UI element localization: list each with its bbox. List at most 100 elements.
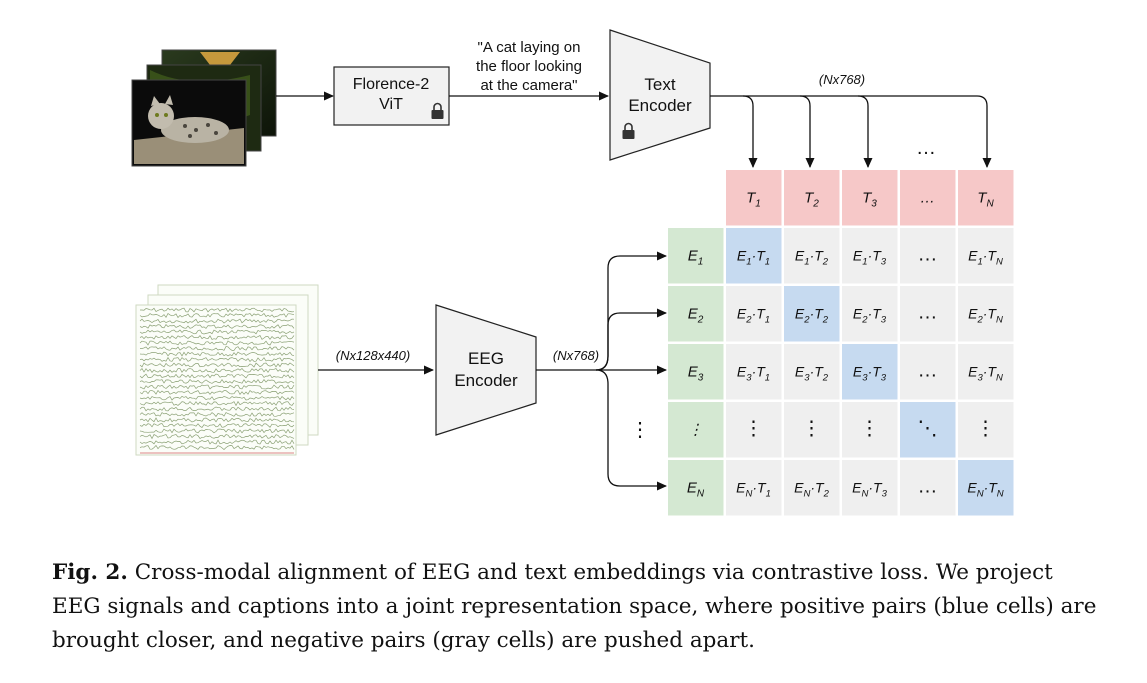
left-ellipsis: ⋮ xyxy=(630,419,650,441)
figure-caption-text: Cross-modal alignment of EEG and text em… xyxy=(52,560,1097,653)
text-embedding-header xyxy=(958,170,1014,226)
eeg-trace xyxy=(139,329,295,335)
eeg-embedding-arrows xyxy=(536,251,667,491)
negative-pair-cell xyxy=(842,402,898,458)
eeg-trace xyxy=(139,384,295,390)
text-embedding-label: T3 xyxy=(862,190,877,210)
caption-quote-line-2: the floor looking xyxy=(476,58,582,75)
similarity-cell-label: E1·T2 xyxy=(795,248,829,268)
eeg-trace xyxy=(139,395,295,401)
eeg-trace xyxy=(139,417,295,423)
eeg-trace xyxy=(139,356,295,363)
negative-pair-cell xyxy=(900,460,956,516)
figure-label: Fig. 2. xyxy=(52,560,128,585)
text-embedding-label: … xyxy=(920,190,935,207)
similarity-cell-label: E3·T3 xyxy=(853,364,887,384)
diagram: Florence-2 ViT "A cat laying on the floo… xyxy=(131,29,1014,516)
negative-pair-cell xyxy=(784,228,840,284)
text-embedding-arrows xyxy=(710,95,992,168)
eeg-embedding-label: E2 xyxy=(688,306,704,326)
negative-pair-cell xyxy=(784,402,840,458)
eeg-signal-image xyxy=(135,284,319,456)
eeg-trace xyxy=(139,389,295,396)
similarity-cell-label: ⋮ xyxy=(976,418,996,440)
similarity-cell-label: E2·TN xyxy=(968,306,1003,326)
negative-pair-cell xyxy=(784,460,840,516)
text-encoder-label-2: Encoder xyxy=(628,96,692,115)
caption-quote: "A cat laying on the floor looking at th… xyxy=(476,39,582,94)
similarity-cell-label: E2·T2 xyxy=(795,306,829,326)
similarity-cell-label: … xyxy=(918,302,938,324)
caption-quote-line-1: "A cat laying on xyxy=(478,39,581,56)
eeg-embedding-header xyxy=(668,344,724,400)
text-encoder-label-1: Text xyxy=(644,75,675,94)
similarity-cell-label: ⋮ xyxy=(744,418,764,440)
similarity-cell-label: ⋮ xyxy=(860,418,880,440)
negative-pair-cell xyxy=(900,344,956,400)
eeg-trace xyxy=(139,412,295,418)
input-image-stack xyxy=(131,49,277,167)
text-embedding-label: T1 xyxy=(746,190,761,210)
similarity-cell-label: E3·TN xyxy=(968,364,1003,384)
similarity-cell-label: EN·T3 xyxy=(852,480,887,500)
eeg-trace xyxy=(139,312,295,319)
eeg-trace xyxy=(139,406,295,412)
eeg-embedding-label: EN xyxy=(687,480,705,500)
eeg-trace xyxy=(139,444,295,450)
negative-pair-cell xyxy=(900,228,956,284)
similarity-cell-label: E2·T3 xyxy=(853,306,887,326)
top-ellipsis: … xyxy=(916,137,936,159)
negative-pair-cell xyxy=(842,460,898,516)
similarity-cell-label: EN·T2 xyxy=(794,480,829,500)
eeg-trace xyxy=(139,318,295,324)
positive-pair-cell xyxy=(842,344,898,400)
eeg-trace xyxy=(139,434,295,440)
eeg-trace xyxy=(139,439,295,445)
text-embedding-label: T2 xyxy=(804,190,819,210)
text-embedding-header xyxy=(784,170,840,226)
text-embedding-header xyxy=(842,170,898,226)
eeg-embedding-header xyxy=(668,460,724,516)
florence-vit-label-2: ViT xyxy=(379,96,403,113)
eeg-trace xyxy=(139,362,295,368)
florence-vit-label-1: Florence-2 xyxy=(353,76,430,93)
eeg-embedding-header xyxy=(668,228,724,284)
eeg-embedding-shape: (Nx768) xyxy=(553,348,599,363)
caption-quote-line-3: at the camera" xyxy=(480,77,577,94)
similarity-cell-label: E1·T1 xyxy=(737,248,770,268)
negative-pair-cell xyxy=(900,286,956,342)
negative-pair-cell xyxy=(842,286,898,342)
eeg-trace xyxy=(139,324,295,329)
negative-pair-cell xyxy=(726,460,782,516)
negative-pair-cell xyxy=(958,402,1014,458)
eeg-trace xyxy=(139,373,295,379)
eeg-trace xyxy=(139,340,295,346)
eeg-embedding-label: E1 xyxy=(688,248,704,268)
text-embedding-label: TN xyxy=(977,190,994,210)
florence-vit-box: Florence-2 ViT xyxy=(333,66,450,126)
similarity-cell-label: E2·T1 xyxy=(737,306,770,326)
figure-caption: Fig. 2. Cross-modal alignment of EEG and… xyxy=(52,556,1102,658)
similarity-cell-label: ⋱ xyxy=(918,418,938,440)
lock-icon xyxy=(431,102,444,119)
eeg-trace xyxy=(139,368,295,373)
text-encoder: Text Encoder xyxy=(609,29,711,161)
similarity-cell-label: E3·T2 xyxy=(795,364,829,384)
similarity-cell-label: E1·TN xyxy=(968,248,1003,268)
text-embedding-header xyxy=(726,170,782,226)
text-embedding-shape: (Nx768) xyxy=(819,72,865,87)
negative-pair-cell xyxy=(726,286,782,342)
eeg-input-shape: (Nx128x440) xyxy=(336,348,410,363)
similarity-cell-label: … xyxy=(918,244,938,266)
positive-pair-cell xyxy=(958,460,1014,516)
negative-pair-cell xyxy=(958,228,1014,284)
similarity-cell-label: EN·TN xyxy=(967,480,1003,500)
negative-pair-cell xyxy=(726,402,782,458)
eeg-embedding-header xyxy=(668,402,724,458)
eeg-trace xyxy=(139,423,295,428)
eeg-encoder: EEG Encoder xyxy=(435,304,537,436)
similarity-cell-label: … xyxy=(918,476,938,498)
similarity-cell-label: … xyxy=(918,360,938,382)
similarity-cell-label: ⋮ xyxy=(802,418,822,440)
